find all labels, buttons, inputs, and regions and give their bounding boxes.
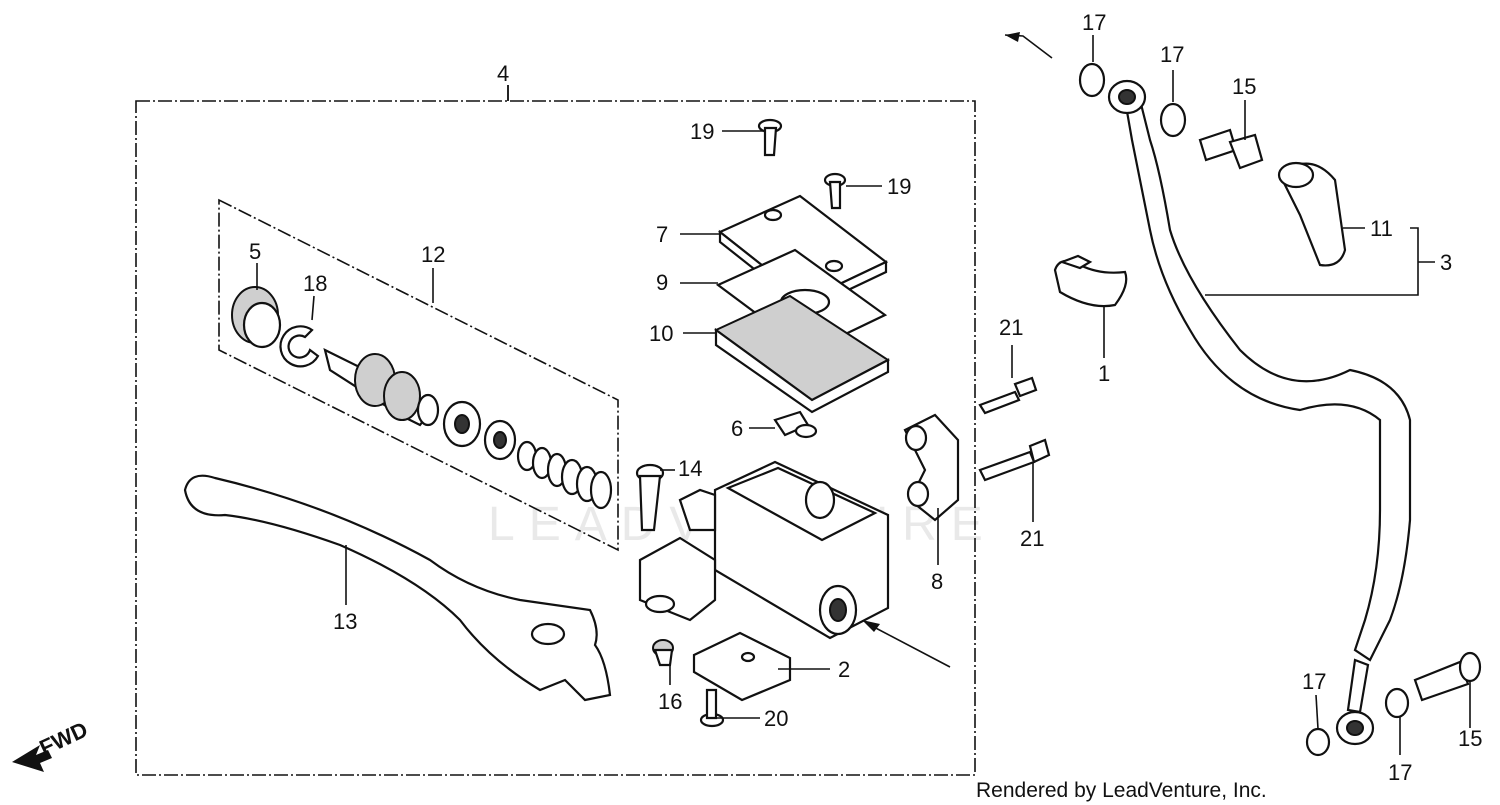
fwd-arrow: FWD [12,717,92,772]
oil-bolt-upper [1198,128,1264,170]
callout-7: 7 [656,222,668,247]
callout-11: 11 [1370,216,1393,241]
oil-bolt-lower [1413,651,1482,702]
callout-14: 14 [678,456,702,481]
callout-15-lower: 15 [1458,726,1482,751]
callout-17-d: 17 [1388,760,1412,785]
callout-21-lower: 21 [1020,526,1044,551]
callout-19-right: 19 [887,174,911,199]
brake-hose [1107,79,1412,746]
piston-set-box [218,198,619,552]
direction-arrow-top [1004,32,1053,59]
pivot-bolt-14 [635,463,665,532]
circlip [279,325,320,368]
callout-20: 20 [764,706,788,731]
callout-9: 9 [656,270,668,295]
front-stop-switch [692,631,792,702]
screw-19-top [757,118,783,157]
credit-text: Rendered by LeadVenture, Inc. [976,779,1267,802]
callout-16: 16 [658,689,682,714]
callout-17-a: 17 [1082,10,1106,35]
callout-10: 10 [649,321,673,346]
holder-clamp [903,413,960,522]
bolt-21-upper [978,376,1038,415]
callout-17-b: 17 [1160,42,1184,67]
callout-18: 18 [303,271,327,296]
callout-13: 13 [333,609,357,634]
piston [323,347,440,427]
washer-6 [773,410,818,439]
callout-1: 1 [1098,361,1110,386]
bolt-21-lower [978,438,1051,482]
callout-15-upper: 15 [1232,74,1256,99]
hose-cover [1277,161,1347,267]
spring [516,440,613,510]
screw-20 [699,688,725,728]
callout-17-c: 17 [1302,669,1326,694]
master-cylinder-body [638,460,890,640]
brake-lever [183,474,612,702]
nut-16 [652,639,674,667]
piston-cups [442,400,517,461]
callout-8: 8 [931,569,943,594]
fwd-label: FWD [36,717,92,761]
diaphragm [714,294,890,414]
direction-arrow-body [862,620,951,668]
callout-19-top: 19 [690,119,714,144]
leader-lines [256,35,1471,755]
sealing-washers [1078,62,1410,757]
callout-3: 3 [1440,250,1452,275]
callout-4: 4 [497,61,509,86]
callout-6: 6 [731,416,743,441]
callout-5: 5 [249,239,261,264]
piston-boot [231,286,282,349]
hose-clamp [1053,254,1128,308]
screw-19-right [823,172,847,210]
callout-2: 2 [838,657,850,682]
callout-12: 12 [421,242,445,267]
callout-21-upper: 21 [999,315,1023,340]
